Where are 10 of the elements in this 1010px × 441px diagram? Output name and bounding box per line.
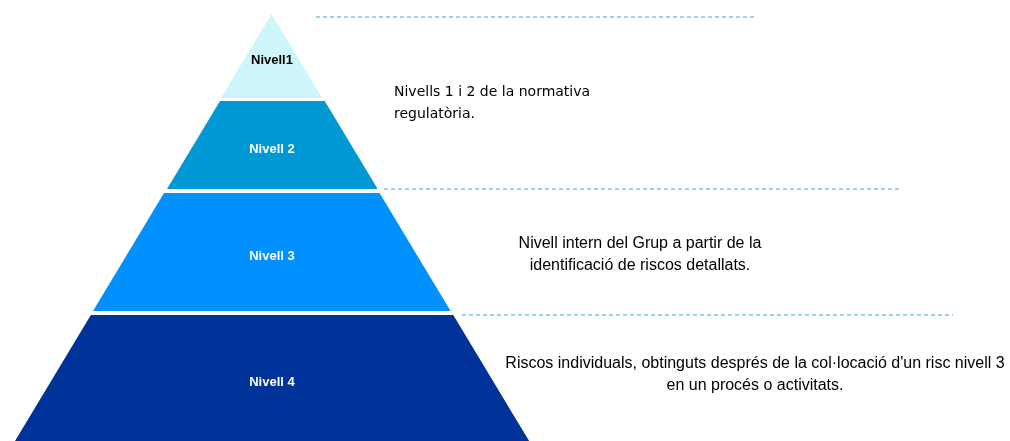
level-description: Nivells 1 i 2 de la normativa regulatòria. <box>394 82 592 123</box>
pyramid-level <box>93 193 451 311</box>
level-label: Nivell1 <box>251 51 293 70</box>
level-label: Nivell 4 <box>249 373 295 392</box>
pyramid-level <box>221 14 323 98</box>
pyramid-level <box>166 101 378 189</box>
level-label: Nivell 3 <box>249 247 295 266</box>
level-description: Riscos individuals, obtinguts després de la col·locació d'un risc nivell 3 en un procés o activitats. <box>504 353 1006 395</box>
level-description: Nivell intern del Grup a partir de la identificació de riscos detallats. <box>517 233 763 275</box>
level-label: Nivell 2 <box>249 140 295 159</box>
